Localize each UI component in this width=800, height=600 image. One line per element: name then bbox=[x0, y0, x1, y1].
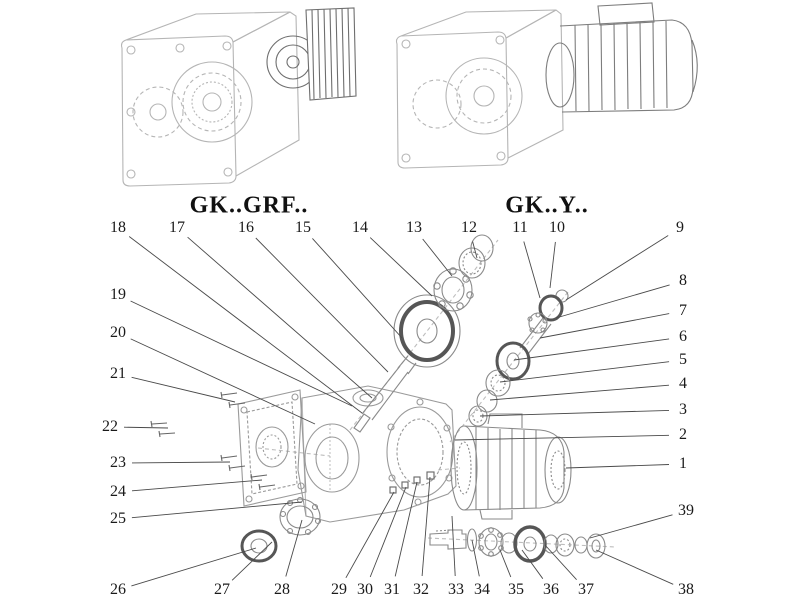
electric-motor-assembled bbox=[545, 2, 698, 113]
leader-line-36 bbox=[521, 549, 544, 579]
leader-line-24 bbox=[131, 479, 263, 492]
leader-line-16 bbox=[255, 237, 389, 373]
leader-line-12 bbox=[472, 241, 478, 259]
leader-line-15 bbox=[312, 238, 403, 339]
seal-and-bearing bbox=[240, 496, 322, 563]
leader-line-13 bbox=[422, 238, 453, 277]
leader-line-27 bbox=[231, 541, 273, 581]
leader-line-30 bbox=[369, 486, 407, 578]
exploded-assembly-drawing bbox=[150, 234, 617, 563]
leader-line-8 bbox=[555, 284, 670, 319]
leader-line-35 bbox=[499, 549, 512, 578]
leader-line-5 bbox=[499, 361, 670, 383]
leader-line-18 bbox=[128, 236, 363, 414]
gearbox-y-drawing bbox=[395, 2, 698, 169]
leader-line-9 bbox=[565, 235, 669, 301]
leader-line-19 bbox=[130, 300, 353, 407]
leader-line-25 bbox=[131, 501, 303, 519]
leader-line-17 bbox=[187, 236, 373, 399]
leader-lines bbox=[123, 235, 674, 587]
leader-line-26 bbox=[131, 547, 257, 587]
leader-line-1 bbox=[565, 464, 670, 469]
leader-line-31 bbox=[394, 481, 418, 577]
leader-line-28 bbox=[285, 519, 303, 577]
motor bbox=[450, 413, 572, 520]
variant-title-y: GK..Y.. bbox=[505, 192, 589, 219]
leader-line-34 bbox=[471, 539, 480, 577]
leader-line-14 bbox=[369, 237, 433, 297]
leader-line-22 bbox=[123, 426, 169, 429]
input-adapter bbox=[266, 7, 357, 101]
bevel-pinion-stack bbox=[468, 289, 569, 427]
gearbox-grf-drawing bbox=[120, 7, 357, 187]
leader-line-21 bbox=[131, 376, 236, 403]
input-gear-stack bbox=[353, 234, 494, 433]
leader-line-2 bbox=[454, 434, 670, 441]
leader-line-39 bbox=[589, 514, 673, 539]
output-shaft-stack bbox=[429, 525, 606, 563]
leader-line-4 bbox=[489, 384, 670, 401]
leader-line-10 bbox=[549, 241, 556, 289]
leader-line-29 bbox=[345, 491, 395, 579]
leader-line-37 bbox=[544, 544, 577, 581]
flange-screws bbox=[150, 391, 276, 491]
leader-line-33 bbox=[451, 515, 456, 577]
leader-line-32 bbox=[421, 476, 431, 577]
leader-line-6 bbox=[513, 338, 670, 361]
assembly-axes bbox=[257, 239, 617, 548]
leader-line-3 bbox=[479, 409, 670, 417]
gear-housing bbox=[297, 385, 457, 523]
leader-line-7 bbox=[539, 313, 670, 339]
leader-line-38 bbox=[595, 549, 674, 585]
leader-line-11 bbox=[523, 241, 541, 299]
mounting-flange bbox=[237, 389, 307, 507]
variant-title-grf: GK..GRF.. bbox=[189, 192, 309, 219]
leader-line-20 bbox=[130, 338, 316, 425]
leader-line-23 bbox=[131, 461, 231, 464]
